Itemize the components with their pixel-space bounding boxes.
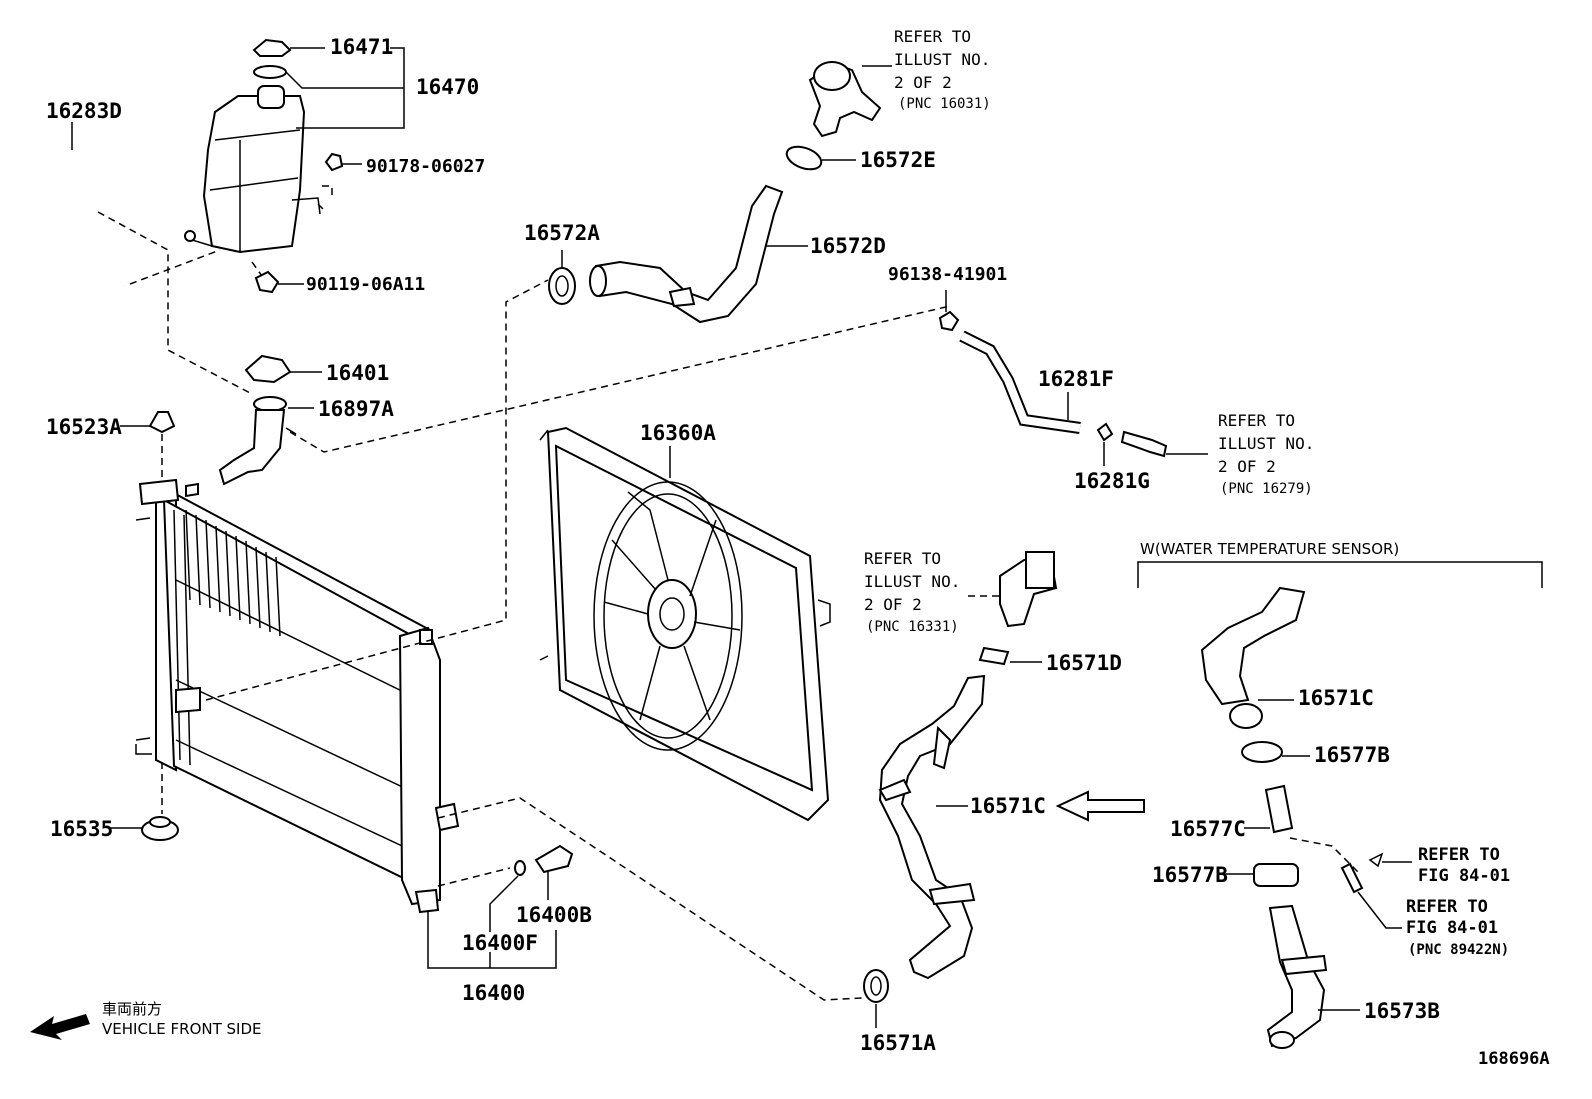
radiator-16400 bbox=[135, 478, 460, 914]
clamp-16281G bbox=[1096, 422, 1114, 466]
label-16577C: 16577C bbox=[1170, 817, 1246, 841]
label-16577B-top: 16577B bbox=[1314, 743, 1390, 767]
label-16577B-bottom: 16577B bbox=[1152, 863, 1228, 887]
svg-text:REFER TO: REFER TO bbox=[864, 549, 941, 568]
label-16281G: 16281G bbox=[1074, 469, 1150, 493]
reservoir-clip-90178 bbox=[324, 152, 344, 172]
hose-16572D bbox=[589, 184, 808, 324]
label-16283D: 16283D bbox=[46, 99, 122, 123]
svg-text:FIG 84-01: FIG 84-01 bbox=[1406, 918, 1498, 938]
svg-text:2 OF 2: 2 OF 2 bbox=[864, 595, 922, 614]
svg-text:REFER TO: REFER TO bbox=[894, 27, 971, 46]
bolt-96138 bbox=[938, 290, 960, 332]
clamp-16577B-bottom bbox=[1224, 863, 1299, 887]
label-16401: 16401 bbox=[326, 361, 389, 385]
svg-text:ILLUST NO.: ILLUST NO. bbox=[864, 572, 960, 591]
hose-clamp-16572E bbox=[785, 145, 856, 171]
hose-16281F bbox=[959, 330, 1081, 434]
svg-text:ILLUST NO.: ILLUST NO. bbox=[1218, 434, 1314, 453]
label-16400: 16400 bbox=[462, 981, 525, 1005]
radiator-cap-16401 bbox=[244, 354, 322, 384]
label-16897A: 16897A bbox=[318, 397, 394, 421]
label-16400F: 16400F bbox=[462, 931, 538, 955]
water-inlet-16331 bbox=[968, 551, 1058, 628]
label-16360A: 16360A bbox=[640, 421, 716, 445]
fan-shroud-16360A bbox=[539, 426, 831, 822]
clamp-16577B-top bbox=[1241, 741, 1310, 763]
label-16523A: 16523A bbox=[46, 415, 122, 439]
label-16572D: 16572D bbox=[810, 234, 886, 258]
svg-text:(PNC 16279): (PNC 16279) bbox=[1220, 481, 1313, 497]
ref-note-fig-84-01-a: REFER TO FIG 84-01 bbox=[1418, 845, 1510, 886]
label-16470: 16470 bbox=[416, 75, 479, 99]
filler-neck-16897A bbox=[218, 396, 314, 486]
ref-note-16279: REFER TO ILLUST NO. 2 OF 2 (PNC 16279) bbox=[1218, 411, 1314, 497]
water-temperature-sensor bbox=[1340, 852, 1412, 929]
label-16535: 16535 bbox=[50, 817, 113, 841]
reservoir-cap-16471 bbox=[252, 38, 325, 57]
reservoir-tank bbox=[184, 85, 321, 254]
svg-text:(PNC 89422N): (PNC 89422N) bbox=[1408, 942, 1509, 958]
label-16571D: 16571D bbox=[1046, 651, 1122, 675]
hose-clamp-16572A bbox=[548, 250, 576, 305]
svg-text:FIG 84-01: FIG 84-01 bbox=[1418, 866, 1510, 886]
thermostat-housing bbox=[808, 61, 892, 138]
svg-text:2 OF 2: 2 OF 2 bbox=[1218, 457, 1276, 476]
cushion-16523A bbox=[120, 411, 176, 486]
cushion-16535 bbox=[110, 816, 179, 841]
vehicle-front-en: VEHICLE FRONT SIDE bbox=[102, 1020, 262, 1038]
label-90119-06A11: 90119-06A11 bbox=[306, 274, 425, 295]
variant-hose-16571C bbox=[1200, 586, 1306, 729]
figure-id: 168696A bbox=[1478, 1049, 1550, 1069]
sensor-16571D bbox=[978, 646, 1042, 666]
label-16400B: 16400B bbox=[516, 903, 592, 927]
variant-heading: W(WATER TEMPERATURE SENSOR) bbox=[1140, 540, 1399, 558]
label-96138-41901: 96138-41901 bbox=[888, 264, 1007, 285]
hose-16571C bbox=[878, 674, 986, 980]
vehicle-front-arrow-icon bbox=[30, 1014, 90, 1040]
svg-text:(PNC 16331): (PNC 16331) bbox=[866, 619, 959, 635]
svg-text:REFER TO: REFER TO bbox=[1218, 411, 1295, 430]
pipe-16279 bbox=[1120, 430, 1208, 458]
reservoir-gasket-16470 bbox=[253, 65, 287, 79]
connector-16577C bbox=[1244, 784, 1359, 873]
svg-text:REFER TO: REFER TO bbox=[1418, 845, 1500, 865]
svg-text:REFER TO: REFER TO bbox=[1406, 897, 1488, 917]
label-16471: 16471 bbox=[330, 35, 393, 59]
drain-cock-16400B bbox=[534, 844, 574, 900]
label-16571C-main: 16571C bbox=[970, 794, 1046, 818]
label-16281F: 16281F bbox=[1038, 367, 1114, 391]
hose-clamp-16571A bbox=[863, 969, 889, 1028]
drain-gasket-16400F bbox=[489, 860, 526, 932]
label-90178-06027: 90178-06027 bbox=[366, 156, 485, 177]
svg-text:2 OF 2: 2 OF 2 bbox=[894, 73, 952, 92]
label-16573B: 16573B bbox=[1364, 999, 1440, 1023]
svg-text:ILLUST NO.: ILLUST NO. bbox=[894, 50, 990, 69]
vehicle-front-jp: 車両前方 bbox=[102, 1000, 162, 1018]
hose-16573B bbox=[1266, 904, 1360, 1049]
ref-note-16031: REFER TO ILLUST NO. 2 OF 2 (PNC 16031) bbox=[894, 27, 991, 112]
label-16571C-variant: 16571C bbox=[1298, 686, 1374, 710]
variant-arrow bbox=[1055, 790, 1145, 822]
ref-note-16331: REFER TO ILLUST NO. 2 OF 2 (PNC 16331) bbox=[864, 549, 960, 635]
ref-note-fig-84-01-b: REFER TO FIG 84-01 (PNC 89422N) bbox=[1406, 897, 1509, 958]
label-16572A: 16572A bbox=[524, 221, 600, 245]
label-16571A: 16571A bbox=[860, 1031, 936, 1055]
reservoir-bolt-90119 bbox=[251, 261, 280, 294]
label-16572E: 16572E bbox=[860, 148, 936, 172]
overflow-hose-16283D bbox=[46, 122, 125, 289]
svg-text:(PNC 16031): (PNC 16031) bbox=[898, 96, 991, 112]
